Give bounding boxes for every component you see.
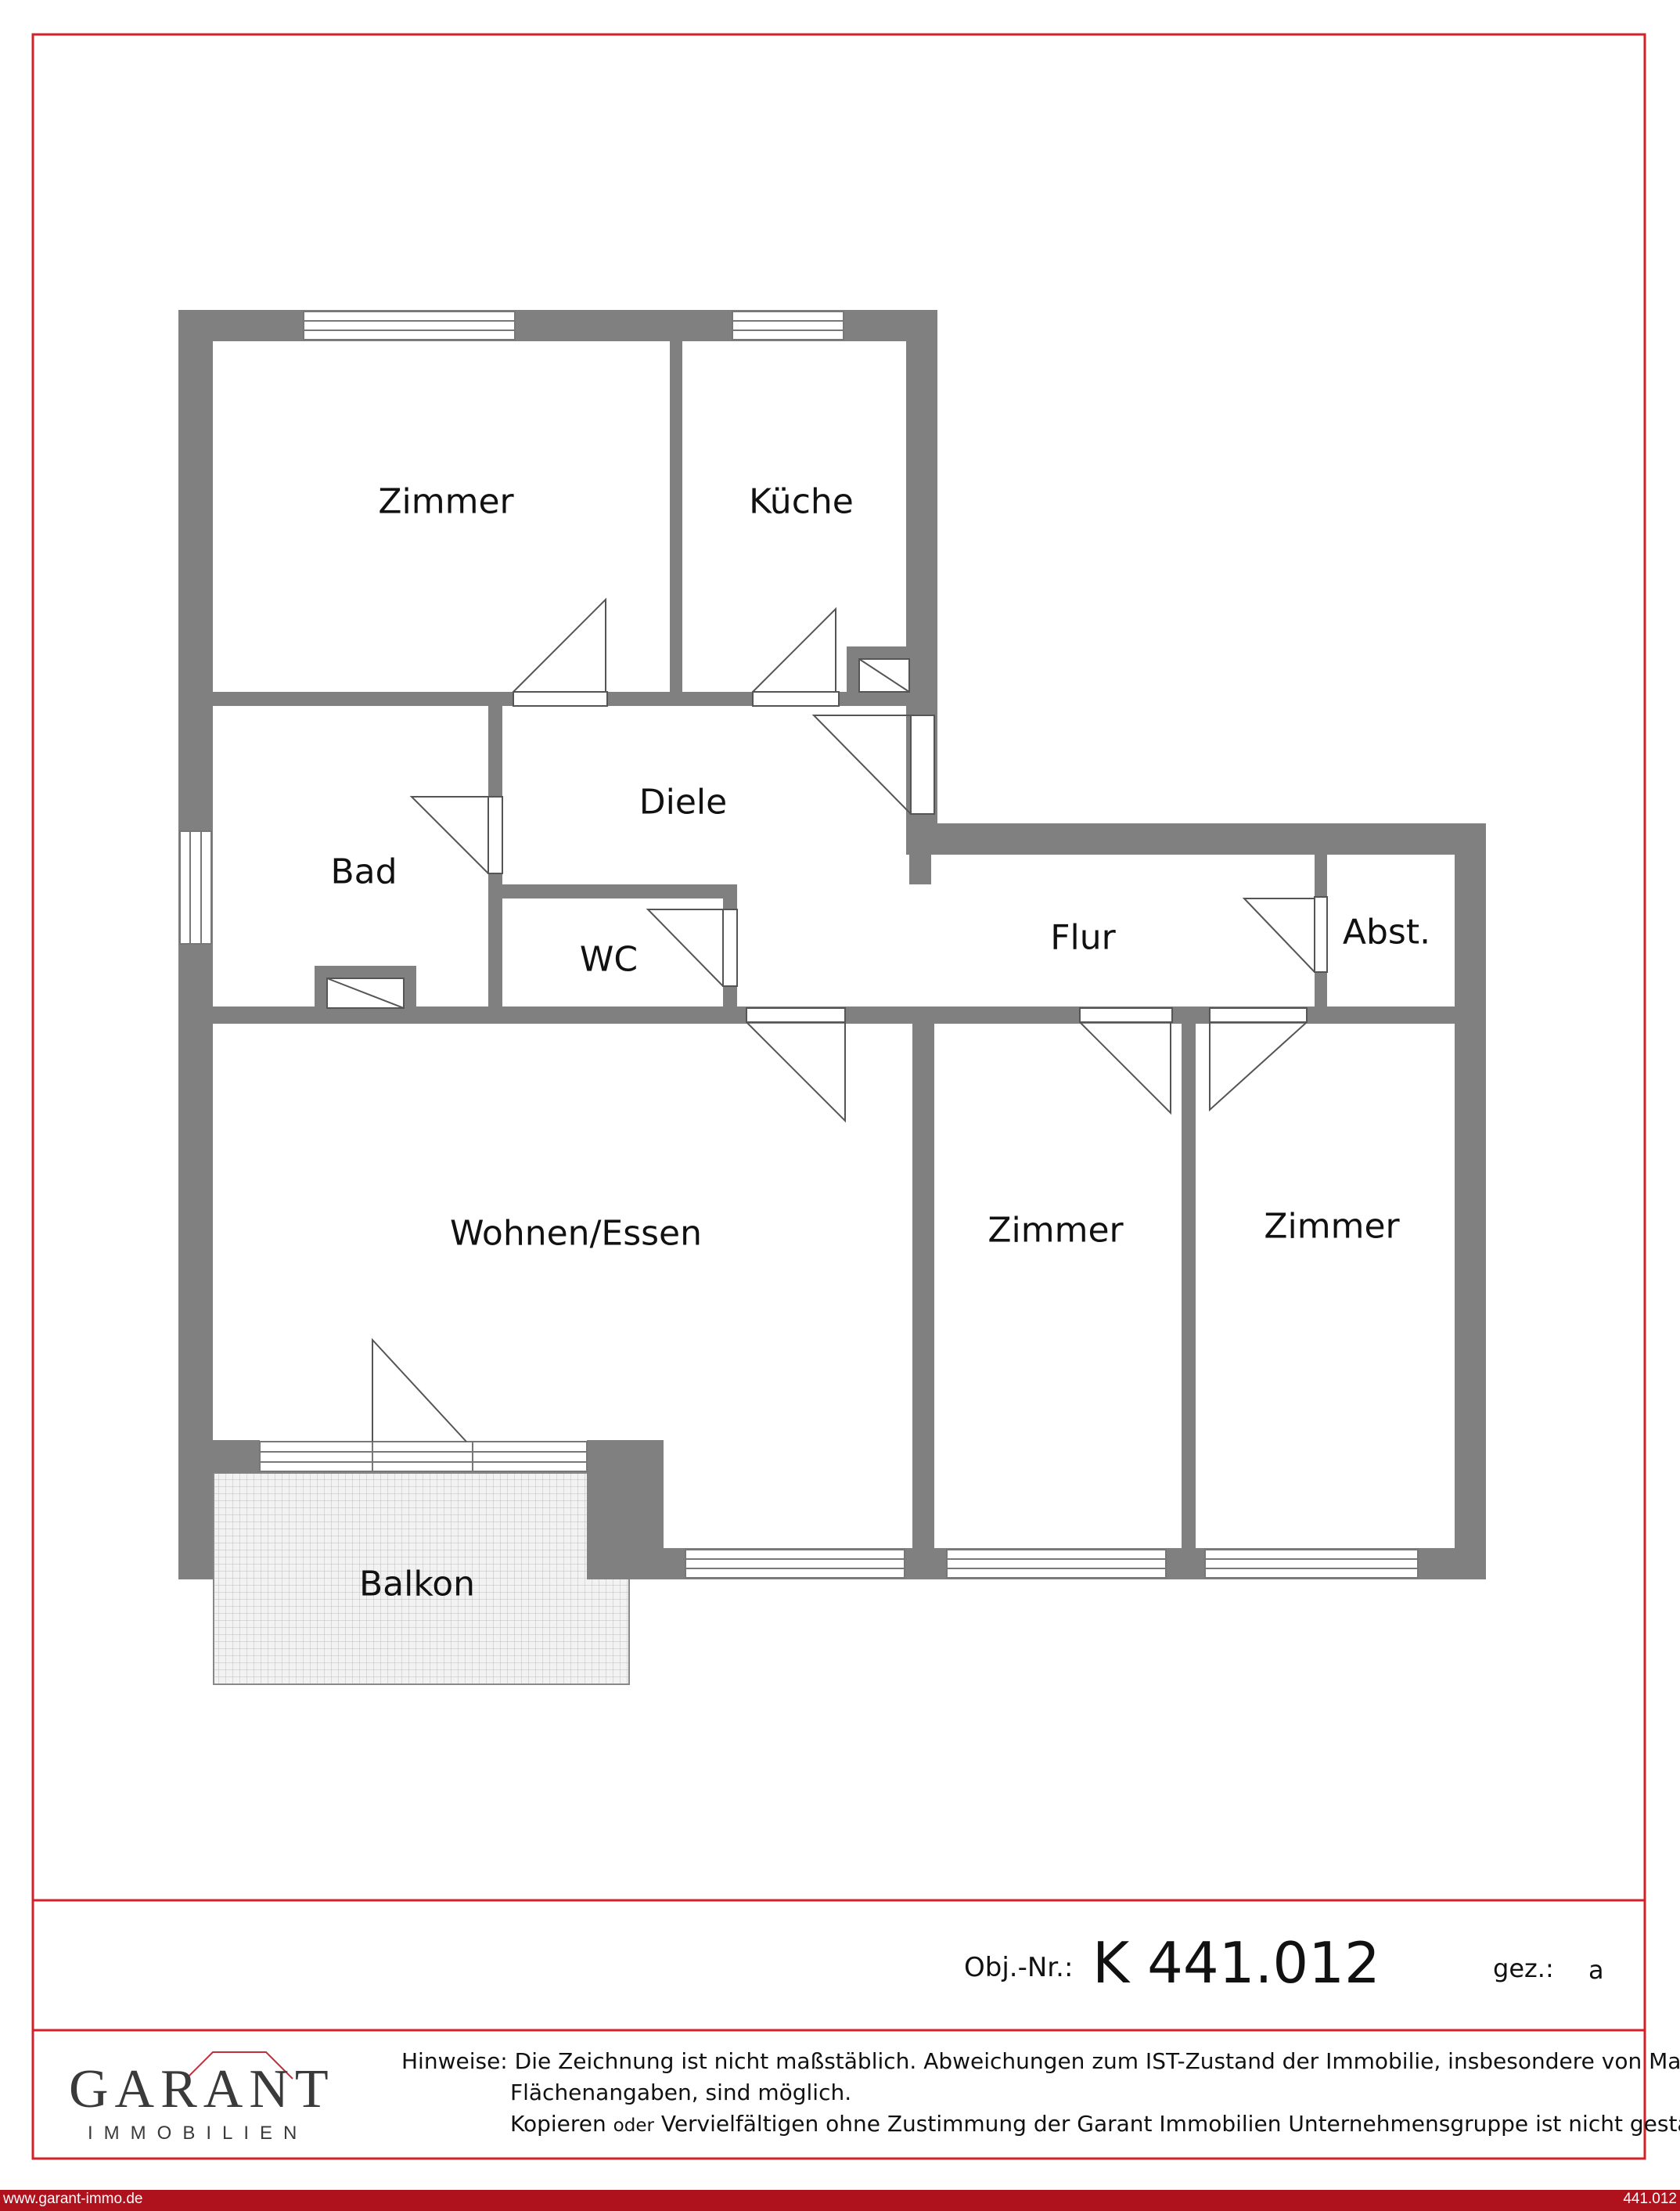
disclaimer-line-3: Kopieren oder Vervielfältigen ohne Zusti… [510,2108,1680,2141]
disclaimer-line-3-b: oder [613,2116,654,2136]
room-label-zimmer-top: Zimmer [378,481,514,522]
footer-code: 441.012 [1623,2191,1677,2207]
room-label-zimmer-right: Zimmer [1264,1206,1400,1247]
room-label-abst: Abst. [1342,912,1431,952]
garant-logo: GARANT IMMOBILIEN [69,2049,343,2144]
footer-bar: www.garant-immo.de 441.012 [0,2190,1680,2211]
doors [372,597,1328,1442]
room-label-bad: Bad [330,852,398,892]
object-number-label: Obj.-Nr.: [964,1952,1074,1983]
room-label-diele: Diele [639,782,728,823]
room-label-zimmer-mid: Zimmer [987,1210,1124,1251]
balcony-area [213,1472,630,1685]
logo-roof-icon [185,2051,293,2080]
disclaimer-line-3-a: Kopieren [510,2111,613,2137]
logo-subtitle: IMMOBILIEN [88,2123,308,2144]
object-number: K 441.012 [1092,1930,1380,1996]
shafts [315,646,910,1009]
disclaimer-line-1: Hinweise: Die Zeichnung ist nicht maßstä… [401,2048,1680,2074]
room-label-kueche: Küche [749,481,854,522]
drawn-by-label: gez.: [1493,1954,1554,1983]
room-label-flur: Flur [1050,917,1116,958]
drawn-by-value: a [1588,1955,1604,1985]
room-label-balkon: Balkon [358,1564,476,1604]
windows [179,311,1419,1579]
room-label-wc: WC [579,939,639,980]
logo-name: GARANT [69,2059,335,2119]
page-frame [31,33,1646,2160]
disclaimer-line-2: Flächenangaben, sind möglich. [510,2080,852,2105]
disclaimer-line-3-c: Vervielfältigen ohne Zustimmung der Gara… [653,2111,1680,2137]
footer-url[interactable]: www.garant-immo.de [3,2191,143,2207]
room-label-wohnen-essen: Wohnen/Essen [449,1213,703,1254]
